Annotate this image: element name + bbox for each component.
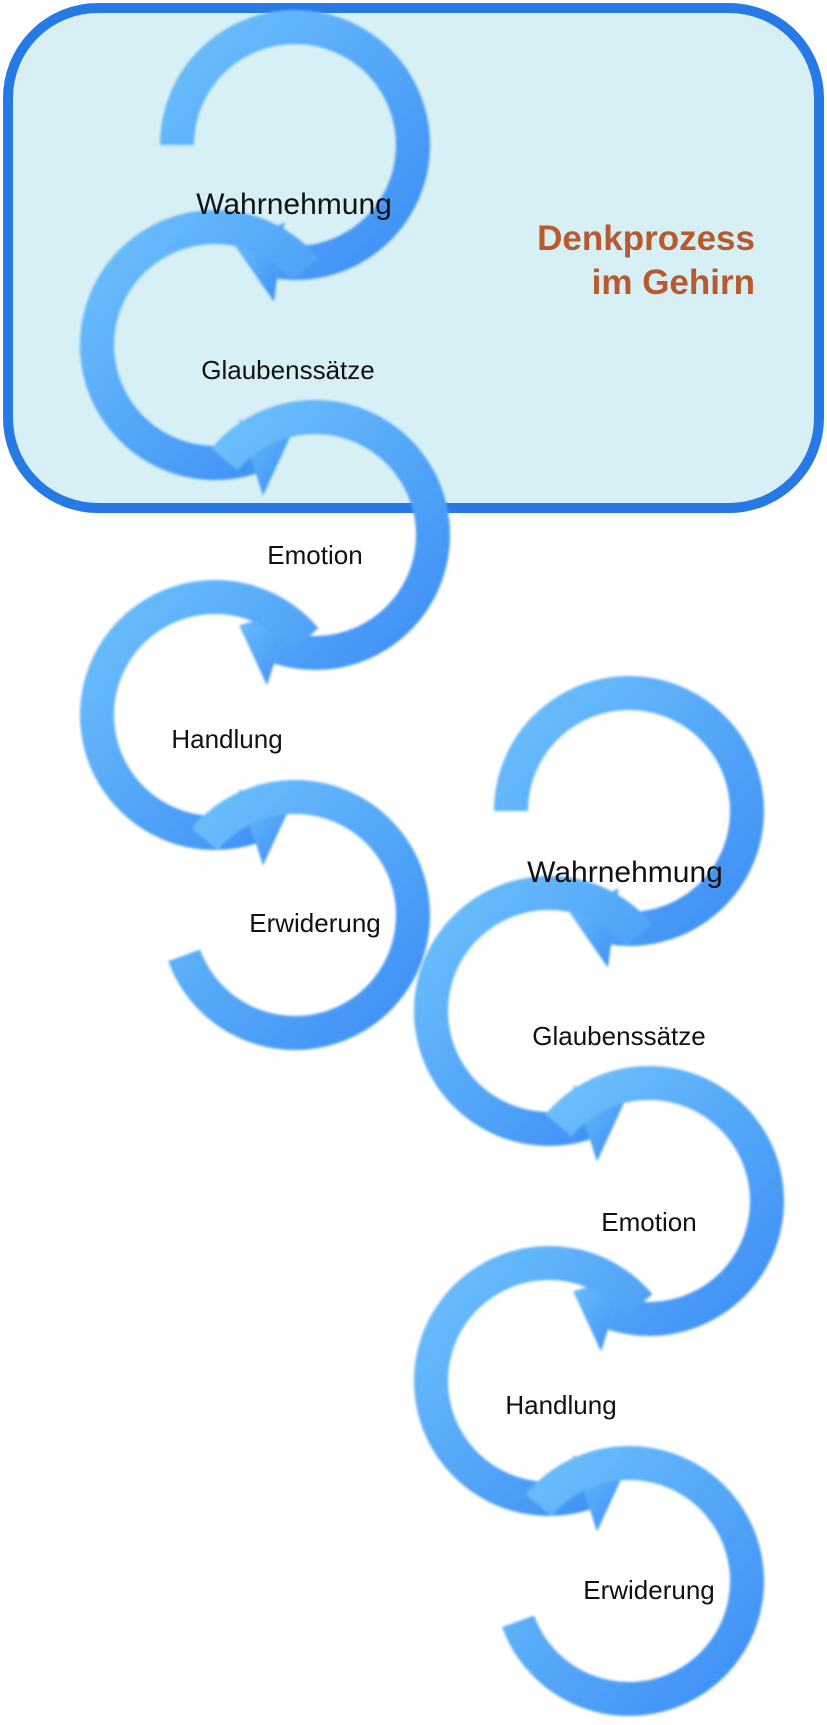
- cycle-2-arrow-3-arc: [545, 1066, 784, 1336]
- region-title-line-1: Denkprozess: [537, 219, 755, 258]
- cycle-1-step-glaubenssaetze: Glaubenssätze: [201, 355, 374, 385]
- cycle-2-arrow-4-arc: [414, 1246, 653, 1516]
- cycle-2-step-erwiderung: Erwiderung: [583, 1575, 715, 1605]
- cycle-1-arrow-5-arc: [168, 780, 430, 1050]
- cycle-2-step-wahrnehmung: Wahrnehmung: [527, 856, 723, 889]
- cycle-1-arrow-2-arc: [80, 210, 319, 480]
- cycle-2-arrow-5-arc: [502, 1446, 764, 1716]
- cycle-1-arrow-3-arc: [211, 400, 450, 670]
- cycle-1-step-emotion: Emotion: [267, 540, 362, 570]
- cycle-1-step-erwiderung: Erwiderung: [249, 908, 381, 938]
- cycle-1-arrow-1-arc: [160, 10, 430, 280]
- cycle-2-step-glaubenssaetze: Glaubenssätze: [532, 1021, 705, 1051]
- cycle-1-step-handlung: Handlung: [171, 724, 282, 754]
- cycle-arrows: [80, 10, 784, 1716]
- region-title-line-2: im Gehirn: [592, 263, 755, 302]
- cycle-1-arrow-4-arc: [80, 580, 319, 850]
- cycle-2-arrow-2-arc: [414, 876, 653, 1146]
- cycle-1-step-wahrnehmung: Wahrnehmung: [196, 188, 392, 221]
- cycle-2-step-emotion: Emotion: [601, 1207, 696, 1237]
- cycle-2-arrow-1-arc: [494, 676, 764, 946]
- cycle-2-step-handlung: Handlung: [505, 1390, 616, 1420]
